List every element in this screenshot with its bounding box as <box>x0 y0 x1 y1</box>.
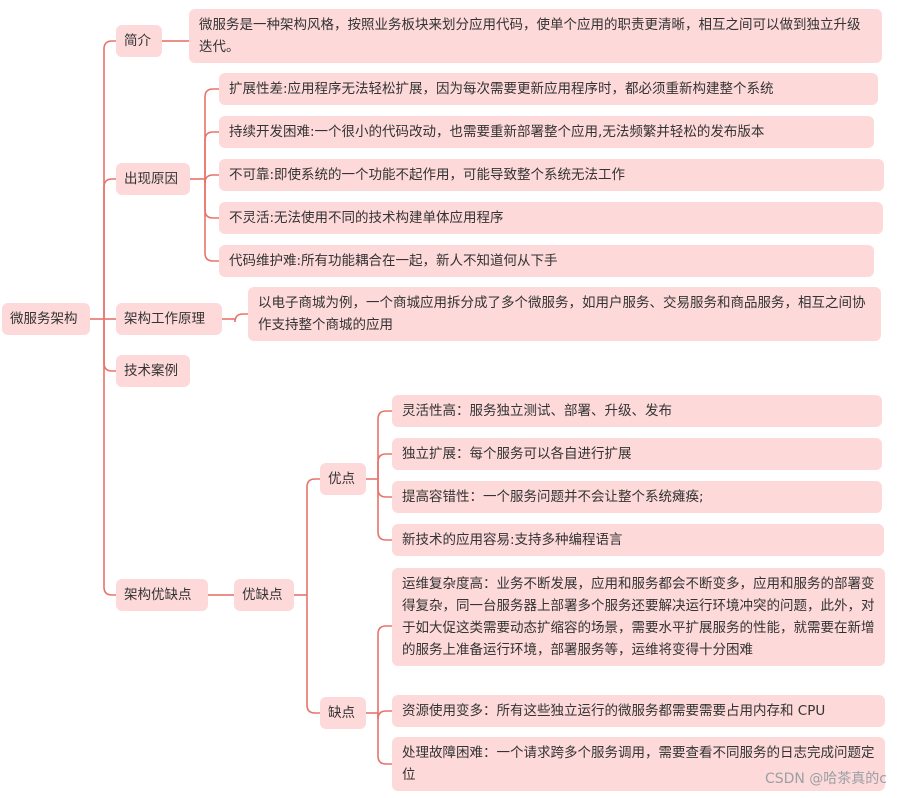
reason-item[interactable]: 不灵活:无法使用不同的技术构建单体应用程序 <box>219 202 883 234</box>
pros-node-label: 优点 <box>328 471 355 487</box>
connector <box>204 174 219 184</box>
connector <box>103 319 116 372</box>
reason-item-text: 持续开发困难:一个很小的代码改动，也需要重新部署整个应用,无法频繁并轻松的发布版… <box>229 124 765 140</box>
root-label: 微服务架构 <box>10 311 78 327</box>
connector <box>306 595 320 714</box>
branch-principle-label: 架构工作原理 <box>124 311 205 327</box>
reason-item[interactable]: 持续开发困难:一个很小的代码改动，也需要重新部署整个应用,无法频繁并轻松的发布版… <box>219 116 874 148</box>
reason-item-text: 扩展性差:应用程序无法轻松扩展，因为每次需要更新应用程序时，都必须重新构建整个系… <box>229 81 774 97</box>
proscons-node-label: 优缺点 <box>242 587 283 603</box>
intro-detail-text: 微服务是一种架构风格，按照业务板块来划分应用代码，使单个应用的职责更清晰，相互之… <box>199 17 861 55</box>
pros-item[interactable]: 独立扩展：每个服务可以各自进行扩展 <box>392 438 882 470</box>
connector <box>204 179 219 219</box>
intro-detail[interactable]: 微服务是一种架构风格，按照业务板块来划分应用代码，使单个应用的职责更清晰，相互之… <box>189 9 882 63</box>
reason-item-text: 代码维护难:所有功能耦合在一起，新人不知道何从下手 <box>229 253 558 269</box>
reason-item[interactable]: 扩展性差:应用程序无法轻松扩展，因为每次需要更新应用程序时，都必须重新构建整个系… <box>219 73 878 105</box>
pros-item[interactable]: 灵活性高：服务独立测试、部署、升级、发布 <box>392 395 882 427</box>
pros-node[interactable]: 优点 <box>320 463 366 495</box>
branch-intro[interactable]: 简介 <box>116 25 162 57</box>
branch-principle[interactable]: 架构工作原理 <box>116 303 222 335</box>
pros-item[interactable]: 新技术的应用容易:支持多种编程语言 <box>392 524 884 556</box>
connector <box>377 453 392 479</box>
cons-node[interactable]: 缺点 <box>320 697 366 729</box>
pros-item[interactable]: 提高容错性：一个服务问题并不会让整个系统瘫痪; <box>392 481 882 513</box>
branch-reasons-label: 出现原因 <box>124 171 178 187</box>
connector <box>377 710 392 720</box>
connector <box>377 713 392 765</box>
pros-item-text: 新技术的应用容易:支持多种编程语言 <box>402 532 623 548</box>
connector <box>377 625 392 713</box>
cons-item[interactable]: 处理故障困难：一个请求跨多个服务调用，需要查看不同服务的日志完成问题定位 <box>392 737 885 791</box>
connector <box>204 131 219 179</box>
principle-detail[interactable]: 以电子商城为例，一个商城应用拆分成了多个微服务，如用户服务、交易服务和商品服务，… <box>248 287 881 341</box>
branch-proscons-label: 架构优缺点 <box>124 587 192 603</box>
principle-detail-text: 以电子商城为例，一个商城应用拆分成了多个微服务，如用户服务、交易服务和商品服务，… <box>258 295 866 333</box>
connector <box>103 178 116 319</box>
root-node[interactable]: 微服务架构 <box>2 303 90 335</box>
reason-item-text: 不灵活:无法使用不同的技术构建单体应用程序 <box>229 210 504 226</box>
branch-cases-label: 技术案例 <box>124 363 178 379</box>
pros-item-text: 提高容错性：一个服务问题并不会让整个系统瘫痪; <box>402 489 704 505</box>
cons-item-text: 运维复杂度高：业务不断发展，应用和服务都会不断变多，应用和服务的部署变得复杂，同… <box>402 576 875 658</box>
connector <box>204 179 219 262</box>
connector <box>306 478 320 595</box>
reason-item[interactable]: 代码维护难:所有功能耦合在一起，新人不知道何从下手 <box>219 245 874 277</box>
pros-item-text: 灵活性高：服务独立测试、部署、升级、发布 <box>402 403 672 419</box>
connector <box>377 479 392 498</box>
branch-intro-label: 简介 <box>124 33 151 49</box>
connector <box>377 410 392 479</box>
cons-item-text: 资源使用变多：所有这些独立运行的微服务都需要需要占用内存和 CPU <box>402 703 826 719</box>
watermark: CSDN @哈茶真的c <box>764 771 887 787</box>
connector <box>204 88 219 179</box>
reason-item[interactable]: 不可靠:即使系统的一个功能不起作用，可能导致整个系统无法工作 <box>219 159 884 191</box>
cons-item[interactable]: 资源使用变多：所有这些独立运行的微服务都需要需要占用内存和 CPU <box>392 695 885 727</box>
pros-item-text: 独立扩展：每个服务可以各自进行扩展 <box>402 446 632 462</box>
connector <box>234 313 248 323</box>
branch-proscons[interactable]: 架构优缺点 <box>116 579 208 611</box>
connector <box>103 319 116 596</box>
cons-item[interactable]: 运维复杂度高：业务不断发展，应用和服务都会不断变多，应用和服务的部署变得复杂，同… <box>392 568 885 666</box>
cons-node-label: 缺点 <box>328 705 355 721</box>
connector <box>103 40 116 319</box>
branch-cases[interactable]: 技术案例 <box>116 355 190 387</box>
cons-item-text: 处理故障困难：一个请求跨多个服务调用，需要查看不同服务的日志完成问题定位 <box>402 745 875 783</box>
branch-reasons[interactable]: 出现原因 <box>116 163 190 195</box>
reason-item-text: 不可靠:即使系统的一个功能不起作用，可能导致整个系统无法工作 <box>229 167 626 183</box>
connector <box>377 479 392 541</box>
proscons-node[interactable]: 优缺点 <box>234 579 294 611</box>
